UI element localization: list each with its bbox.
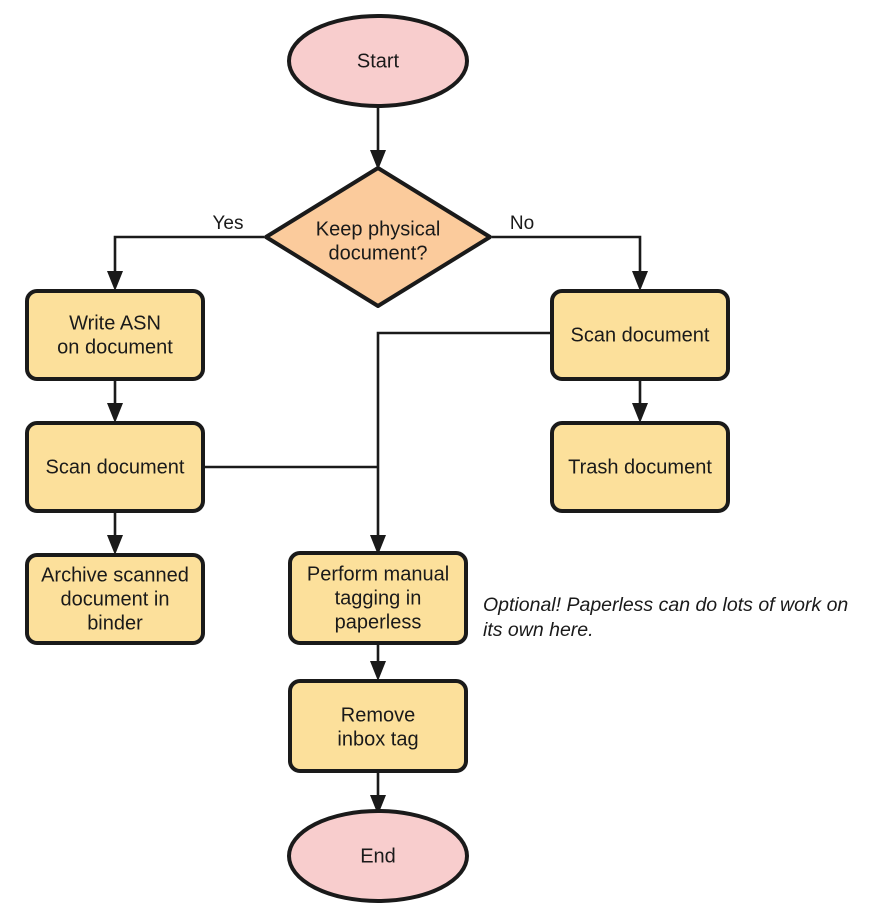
node-perform-manual-tagging[interactable]: Perform manual tagging in paperless: [288, 551, 468, 645]
edge-start-to-decision: [370, 104, 386, 170]
arrowhead-yes: [107, 271, 123, 291]
tagging-label-line2: tagging in: [335, 587, 422, 609]
edge-line-scanright-tagging: [376, 331, 552, 545]
tagging-label-line3: paperless: [335, 611, 422, 633]
scan-document-left-box[interactable]: [25, 421, 205, 513]
node-end[interactable]: End: [287, 809, 469, 903]
scan-document-right-box[interactable]: [550, 289, 730, 381]
node-start[interactable]: Start: [287, 14, 469, 108]
arrowhead-merge-tagging: [370, 535, 386, 555]
node-trash-document[interactable]: Trash document: [550, 421, 730, 513]
edge-decision-no-to-scan-right: No: [492, 213, 648, 291]
node-decision-keep-physical-document[interactable]: Keep physical document?: [264, 166, 492, 308]
decision-label-line2: document?: [329, 242, 428, 264]
arrowhead-writeasn-scanleft: [107, 403, 123, 423]
edge-tagging-to-remove-inbox: [370, 643, 386, 681]
archive-label-line1: Archive scanned: [41, 564, 189, 586]
node-archive-scanned-document[interactable]: Archive scanned document in binder: [25, 553, 205, 645]
node-scan-document-left[interactable]: Scan document: [25, 421, 205, 513]
node-remove-inbox-tag[interactable]: Remove inbox tag: [288, 679, 468, 773]
edge-scan-right-to-trash: [632, 379, 648, 423]
write-asn-label-line1: Write ASN: [69, 312, 161, 334]
archive-label-line3: binder: [87, 612, 143, 634]
arrowhead-scanleft-archive: [107, 535, 123, 555]
start-ellipse[interactable]: [287, 14, 469, 108]
node-write-asn-on-document[interactable]: Write ASN on document: [25, 289, 205, 381]
edge-remove-inbox-to-end: [370, 771, 386, 815]
edge-scan-right-to-tagging: [370, 331, 552, 555]
remove-inbox-label-line1: Remove: [341, 704, 415, 726]
trash-document-label: Trash document: [568, 456, 712, 478]
remove-inbox-tag-box[interactable]: [288, 679, 468, 773]
edge-label-no: No: [510, 213, 534, 234]
tagging-label-line1: Perform manual: [307, 563, 449, 585]
arrowhead-no: [632, 271, 648, 291]
archive-box[interactable]: [25, 553, 205, 645]
start-label: Start: [357, 50, 400, 72]
trash-document-box[interactable]: [550, 421, 730, 513]
decision-label-line1: Keep physical: [316, 218, 441, 240]
write-asn-label-line2: on document: [57, 336, 173, 358]
edge-write-asn-to-scan-left: [107, 379, 123, 423]
arrowhead-start-decision: [370, 150, 386, 170]
tagging-box[interactable]: [288, 551, 468, 645]
decision-diamond[interactable]: [264, 166, 492, 308]
write-asn-box[interactable]: [25, 289, 205, 381]
arrowhead-remove-end: [370, 795, 386, 815]
annotation-line2: its own here.: [483, 619, 594, 641]
arrowhead-scanright-trash: [632, 403, 648, 423]
end-ellipse[interactable]: [287, 809, 469, 903]
archive-label-line2: document in: [61, 588, 170, 610]
remove-inbox-label-line2: inbox tag: [337, 728, 418, 750]
edge-decision-yes-to-write-asn: Yes: [107, 213, 264, 291]
arrowhead-tagging-remove: [370, 661, 386, 681]
end-label: End: [360, 845, 396, 867]
annotation-line1: Optional! Paperless can do lots of work …: [483, 594, 848, 616]
edge-line-no: [492, 235, 642, 281]
scan-document-right-label: Scan document: [571, 324, 710, 346]
edge-line-yes: [113, 235, 264, 281]
edge-layer: Yes No: [107, 104, 648, 815]
scan-document-left-label: Scan document: [46, 456, 185, 478]
node-scan-document-right[interactable]: Scan document: [550, 289, 730, 381]
annotation-optional-paperless: Optional! Paperless can do lots of work …: [483, 594, 848, 641]
edge-scan-left-to-archive: [107, 511, 123, 555]
edge-label-yes: Yes: [213, 213, 244, 234]
